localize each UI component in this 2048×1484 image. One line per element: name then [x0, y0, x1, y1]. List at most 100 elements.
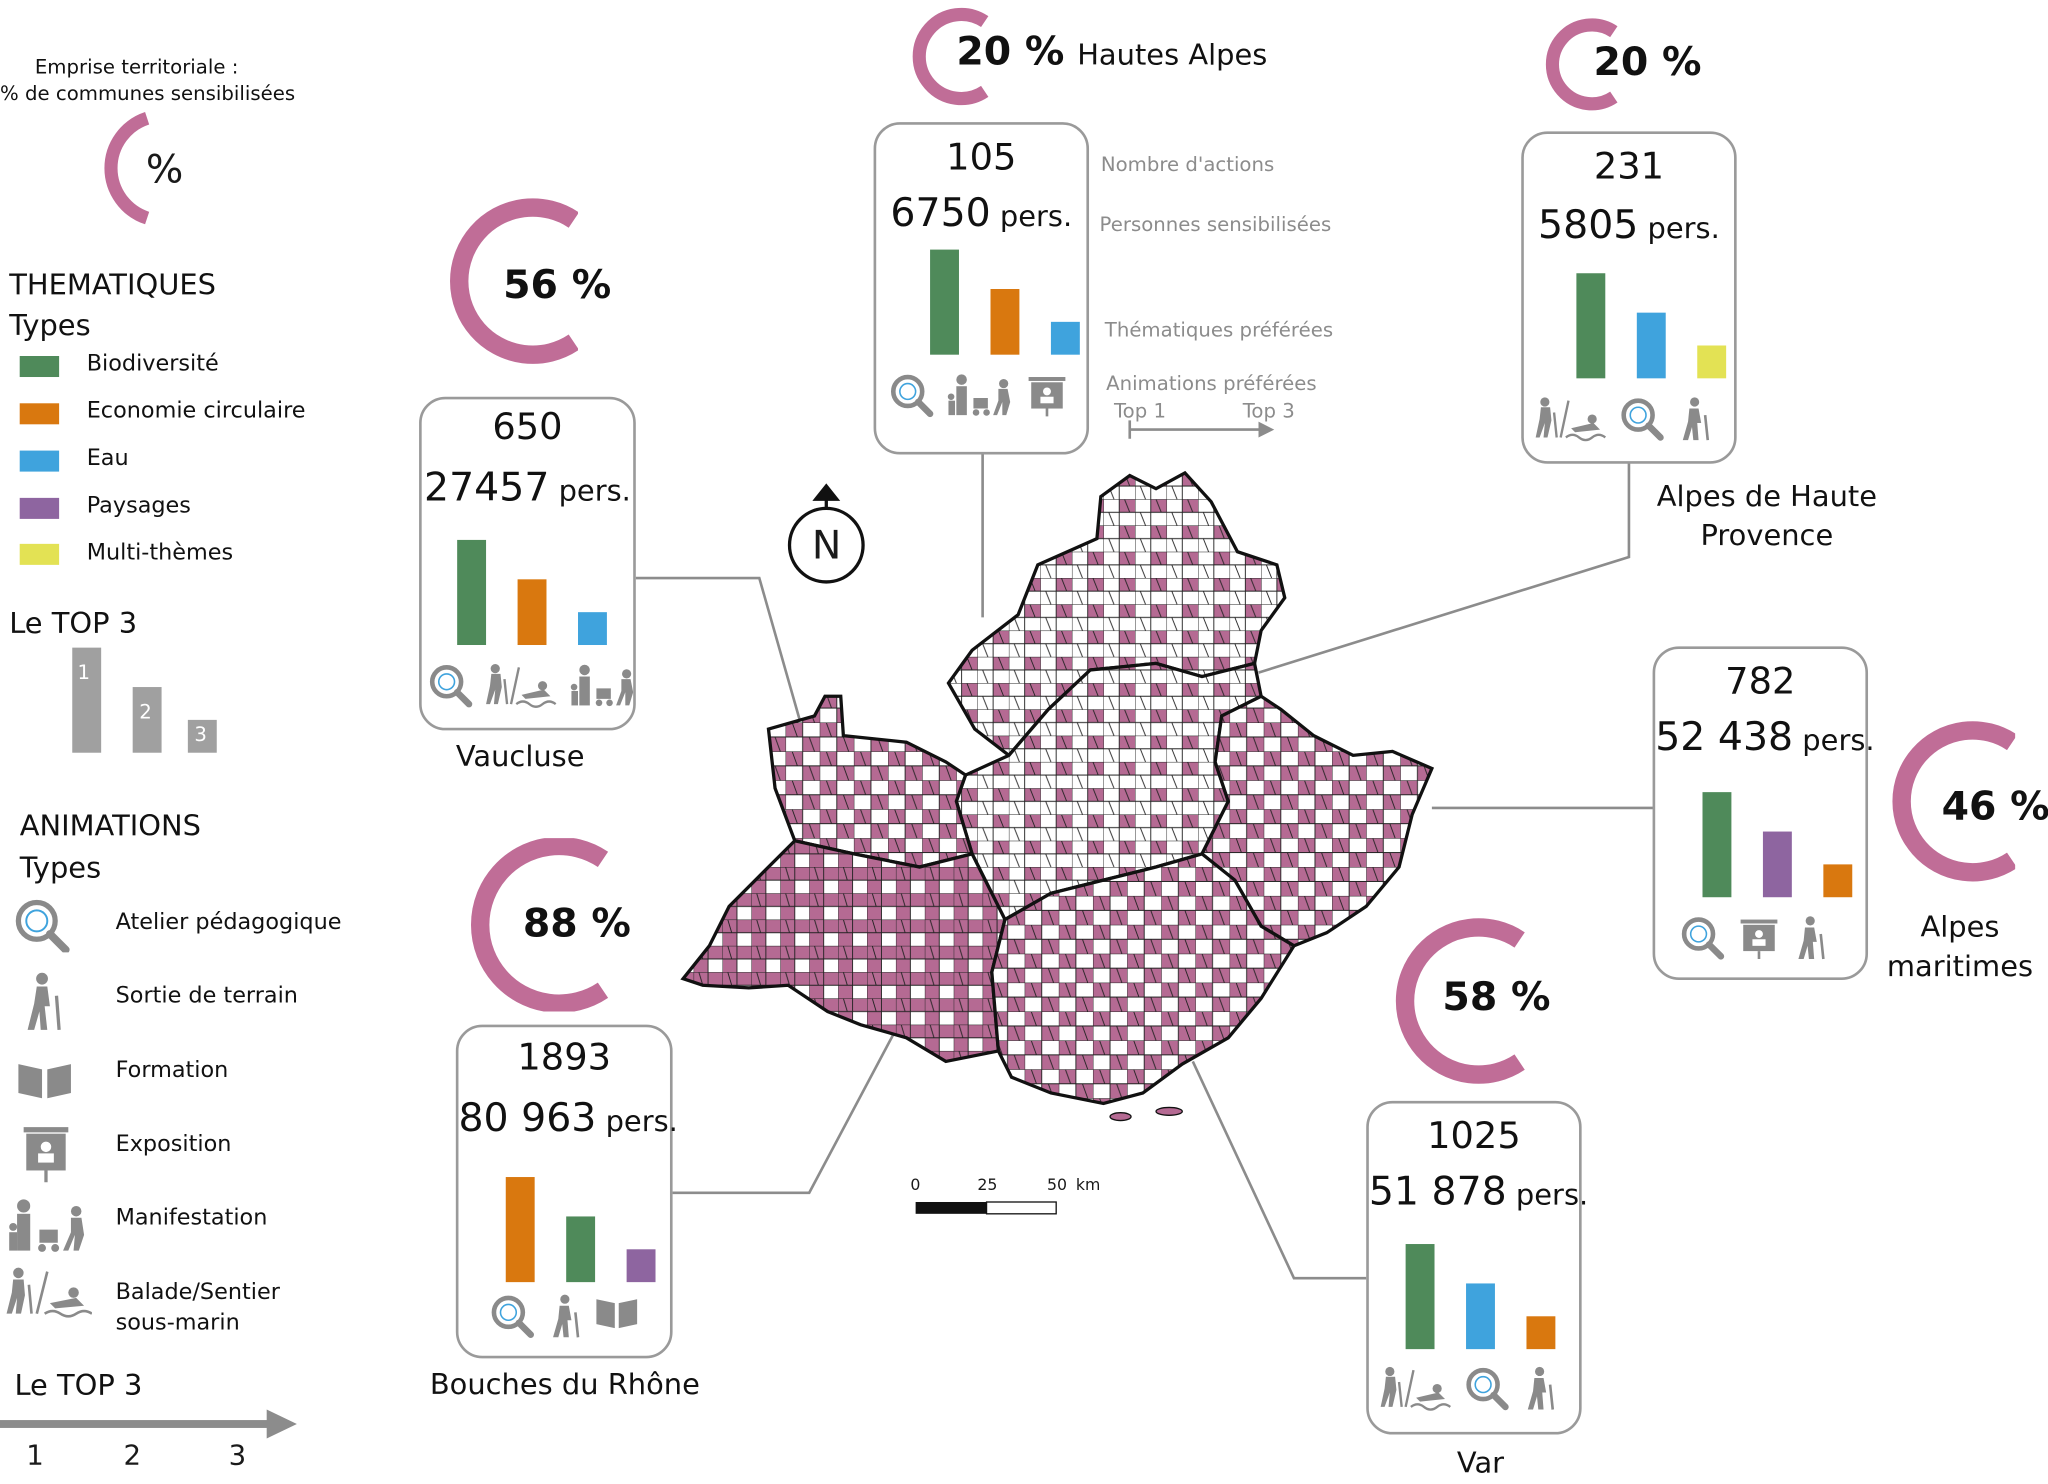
persons-unit: pers. — [990, 200, 1073, 234]
top3-title: Le TOP 3 — [9, 608, 138, 642]
department-name: Vaucluse — [376, 738, 665, 777]
animation-label: Exposition — [115, 1131, 232, 1158]
percent-label: 56 % — [503, 262, 612, 309]
percent-label: 20 % — [956, 28, 1065, 75]
emprise-title-line1: Emprise territoriale : — [34, 55, 239, 79]
swatch-biodiversite — [19, 356, 60, 378]
magnifier-icon — [1681, 917, 1725, 960]
department-name: Var — [1336, 1445, 1625, 1484]
department-name-line: Alpes — [1920, 911, 2000, 945]
swatch-eau — [19, 450, 60, 472]
top3-arrow-title: Le TOP 3 — [14, 1370, 143, 1403]
top3-bar-1 — [72, 647, 102, 753]
theme-bar-multi-themes — [1697, 345, 1727, 379]
book-icon — [18, 1064, 71, 1099]
top3-rank-label: 3 — [194, 722, 207, 747]
paca-region-map — [680, 470, 1435, 1122]
persons-unit: pers. — [1638, 212, 1720, 246]
theme-bar-economie-circulaire — [1526, 1316, 1556, 1350]
hiker-icon — [1527, 1366, 1555, 1410]
hike-swim-icon — [1380, 1366, 1452, 1411]
persons-value: 27457 — [424, 465, 550, 512]
animations-subtitle: Types — [19, 852, 102, 886]
department-name: Alpes maritimes — [1815, 909, 2048, 988]
actions-count: 105 — [946, 135, 1017, 179]
easel-icon — [23, 1127, 69, 1183]
top3-rank-label: 2 — [139, 700, 152, 724]
theme-bar-eau — [578, 612, 607, 646]
actions-count: 650 — [492, 404, 563, 448]
key-animations: Animations préférées — [1106, 371, 1317, 396]
key-top3: Top 3 — [1242, 399, 1295, 423]
north-arrow-icon — [787, 483, 865, 584]
hike-swim-icon — [486, 664, 557, 708]
department-name-line: Var — [1456, 1447, 1505, 1481]
magnifier-icon — [1466, 1367, 1509, 1411]
hiker-icon — [1798, 916, 1825, 960]
persons-value: 80 963 — [458, 1095, 597, 1142]
percent-arc — [1892, 721, 2016, 882]
stats-card: 1025 51 878 pers. — [1366, 1100, 1588, 1435]
actions-count: 1893 — [517, 1035, 612, 1079]
top3-rank-label: 1 — [77, 660, 91, 685]
percent-arc-stroke — [1395, 918, 1525, 1084]
legend-top3-arrow — [0, 1409, 297, 1439]
dept-bouches-du-rhone-shape — [680, 838, 1007, 1064]
persons-unit: pers. — [596, 1106, 678, 1139]
percent-arc-stroke — [471, 838, 609, 1012]
emprise-title-line2: % de communes sensibilisées — [0, 81, 296, 106]
persons-count: 52 438 pers. — [1655, 715, 1874, 761]
emprise-percent-symbol: % — [145, 147, 184, 194]
key-top1: Top 1 — [1113, 399, 1167, 423]
theme-bar-eau — [1050, 321, 1080, 355]
swatch-multi-themes — [19, 543, 60, 565]
magnifier-icon — [491, 1295, 535, 1338]
persons-count: 27457 pers. — [422, 465, 633, 511]
key-thematiques: Thématiques préférées — [1104, 317, 1334, 342]
animation-label: Atelier pédagogique — [115, 909, 342, 936]
easel-icon — [1028, 377, 1066, 417]
easel-icon — [1740, 919, 1778, 959]
department-name-line: Provence — [1700, 520, 1834, 554]
hike-swim-icon — [1535, 397, 1607, 442]
theme-bar-biodiversite — [566, 1216, 596, 1283]
key-personnes: Personnes sensibilisées — [1099, 212, 1332, 237]
theme-bar-economie-circulaire — [505, 1177, 535, 1283]
theme-bar-biodiversite — [457, 539, 487, 646]
family-icon — [9, 1199, 85, 1252]
thematiques-subtitle: Types — [9, 310, 91, 343]
key-nombre-actions: Nombre d'actions — [1100, 152, 1275, 177]
persons-unit: pers. — [549, 475, 631, 509]
percent-arc — [1395, 918, 1525, 1084]
department-name-line: maritimes — [1886, 951, 2034, 984]
hike-swim-icon — [6, 1267, 92, 1318]
hiker-icon — [27, 972, 61, 1031]
swatch-paysages — [19, 497, 60, 519]
persons-unit: pers. — [1506, 1179, 1589, 1213]
book-icon — [596, 1299, 638, 1329]
theme-bar-economie-circulaire — [990, 289, 1020, 355]
department-name-line: Hautes Alpes — [1077, 39, 1268, 73]
emprise-arc-icon — [104, 111, 150, 225]
top3-bar-3 — [187, 719, 217, 753]
hiker-icon — [1682, 397, 1710, 441]
animation-label-line2: sous-marin — [115, 1309, 240, 1336]
persons-value: 51 878 — [1368, 1169, 1507, 1216]
theme-bar-biodiversite — [1405, 1244, 1435, 1350]
theme-bar-eau — [1636, 312, 1666, 379]
percent-arc — [471, 838, 609, 1012]
magnifier-icon — [1621, 398, 1664, 441]
theme-bar-biodiversite — [1576, 273, 1606, 379]
actions-count: 1025 — [1427, 1113, 1521, 1158]
scale-unit: km — [1075, 1175, 1101, 1195]
actions-count: 231 — [1593, 144, 1665, 188]
percent-arc — [1545, 18, 1618, 111]
persons-count: 51 878 pers. — [1368, 1169, 1588, 1216]
scale-tick: 25 — [977, 1175, 998, 1195]
scale-tick: 50 — [1046, 1175, 1068, 1195]
theme-bar-eau — [1466, 1283, 1495, 1350]
stats-card: 650 27457 pers. — [419, 396, 636, 731]
persons-value: 6750 — [890, 190, 991, 237]
